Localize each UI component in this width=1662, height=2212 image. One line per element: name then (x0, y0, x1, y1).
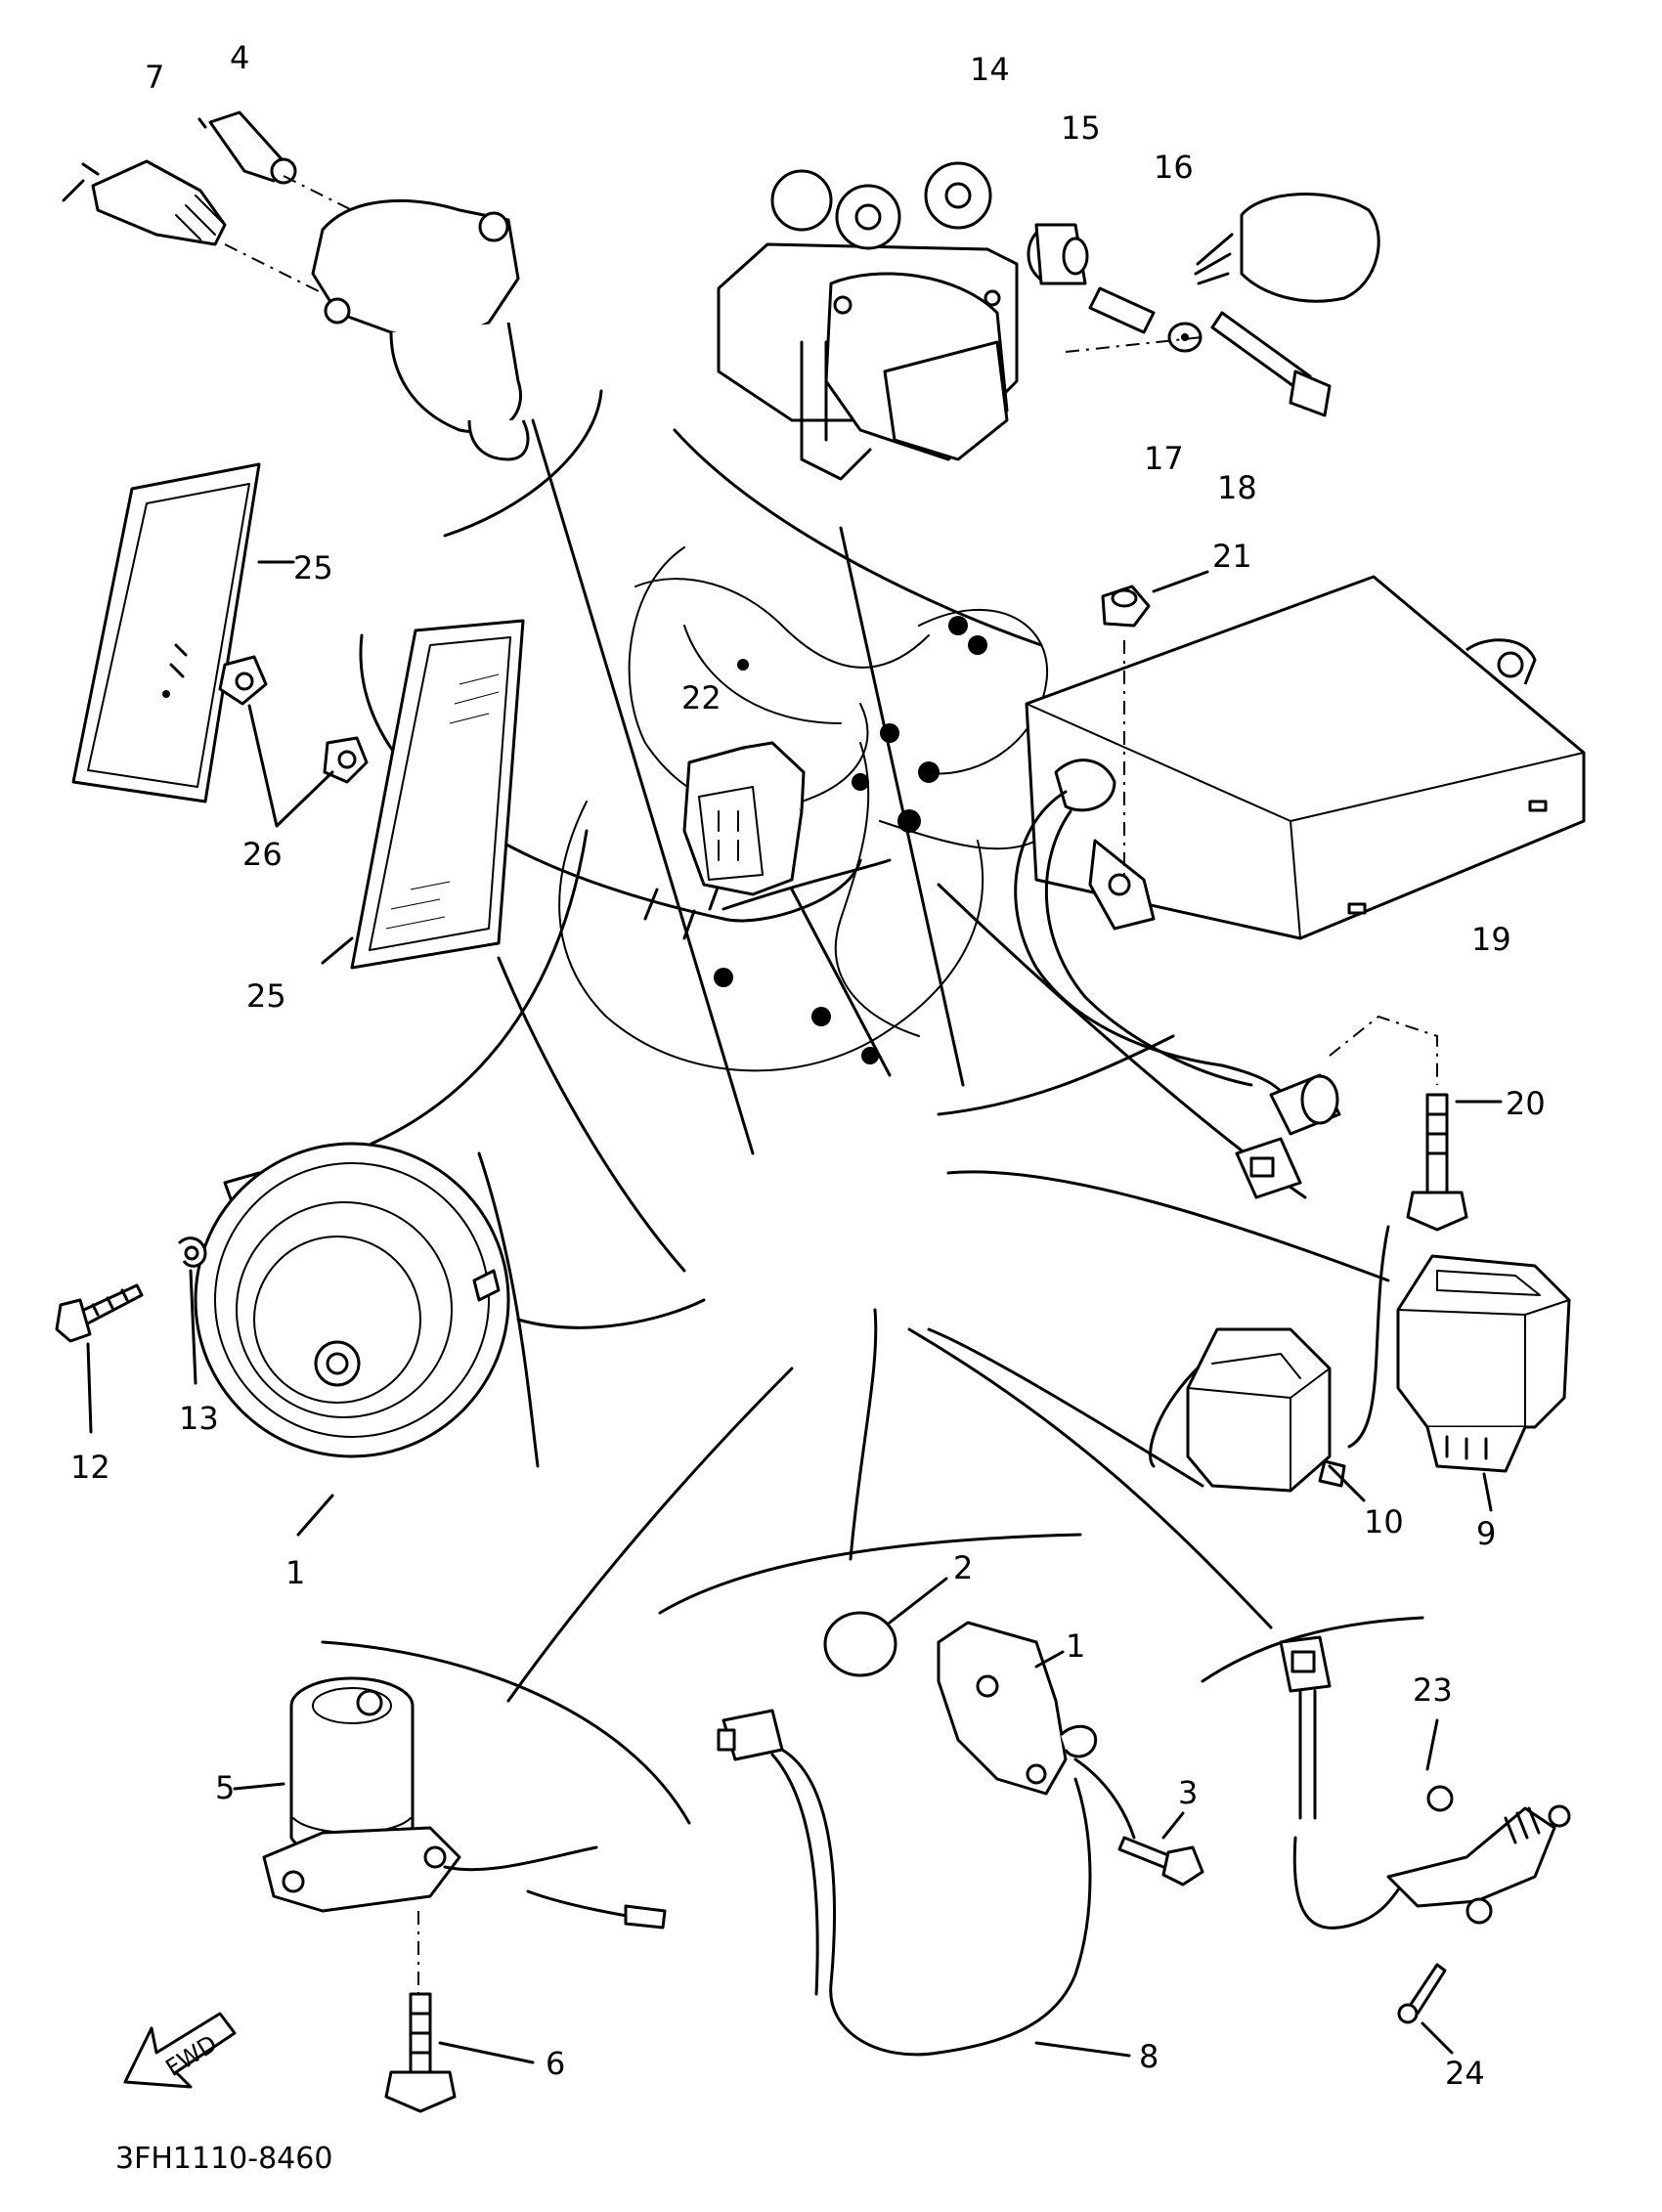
callout-9: 9 (1476, 1515, 1496, 1552)
callout-22: 22 (681, 679, 722, 716)
reflector-25-lower (350, 619, 525, 970)
wire-harness-8 (717, 1709, 1092, 2057)
frame-wiring-hub (558, 546, 1049, 1072)
wire-connectors-19 (1235, 1073, 1341, 1199)
callout-12: 12 (70, 1449, 110, 1486)
nut-26a (218, 655, 268, 706)
callout-8: 8 (1139, 2038, 1159, 2075)
callout-18: 18 (1217, 469, 1257, 506)
bolt-12 (55, 1283, 144, 1343)
callout-13: 13 (179, 1400, 219, 1437)
collar-15 (1027, 223, 1089, 285)
callout-6: 6 (546, 2045, 565, 2082)
nut-21 (1101, 585, 1151, 628)
callout-1-horn: 1 (285, 1554, 305, 1591)
callout-16: 16 (1154, 149, 1194, 186)
washer-13 (177, 1236, 207, 1268)
connector-22 (682, 741, 806, 896)
thermo-switch-7 (62, 159, 227, 246)
bolt-3 (1117, 1836, 1204, 1887)
callout-24: 24 (1445, 2055, 1485, 2092)
washer-17 (1167, 322, 1203, 353)
callout-15: 15 (1061, 109, 1101, 147)
relay-connector (1194, 193, 1380, 303)
bolt-6 (384, 1992, 457, 2113)
callout-17: 17 (1144, 440, 1184, 477)
callout-labels: 7 4 14 15 16 17 18 21 25 26 25 22 19 20 … (70, 39, 1546, 2176)
bolt-18 (1210, 311, 1332, 417)
callout-21: 21 (1212, 538, 1252, 575)
relay-9 (1396, 1254, 1571, 1473)
screw-24 (1397, 1963, 1447, 2024)
callout-26: 26 (242, 836, 283, 873)
leader-lines (497, 418, 1390, 1703)
horn-1 (194, 1142, 510, 1458)
reflector-25-upper (71, 462, 261, 803)
callout-3: 3 (1178, 1774, 1198, 1811)
spacer-16 (1088, 286, 1156, 334)
callout-20: 20 (1506, 1085, 1546, 1122)
callout-25-upper: 25 (293, 549, 333, 586)
group-brackets (321, 389, 1424, 1825)
relay-10 (1186, 1327, 1346, 1493)
temperature-sensor-4 (197, 110, 297, 185)
relay-assembly-14 (717, 161, 1019, 481)
thermostat-housing (311, 198, 530, 461)
sensor-1 (937, 1621, 1098, 1796)
solenoid-5 (262, 1676, 667, 1930)
callout-7: 7 (145, 59, 164, 96)
callout-5: 5 (215, 1769, 235, 1806)
callout-14: 14 (970, 51, 1010, 88)
control-unit-19 (1014, 575, 1586, 1106)
callout-4: 4 (230, 39, 249, 76)
fwd-direction-arrow: FWD (123, 2012, 237, 2089)
callout-25-lower: 25 (246, 977, 286, 1015)
bolt-20 (1406, 1093, 1468, 1232)
o-ring-2 (823, 1611, 897, 1677)
callout-19: 19 (1471, 921, 1511, 958)
callout-1-sensor: 1 (1066, 1627, 1085, 1665)
callout-2: 2 (953, 1549, 973, 1586)
switch-23 (1279, 1635, 1571, 1930)
callout-23: 23 (1413, 1671, 1453, 1709)
drawing-code: 3FH1110-8460 (115, 2142, 332, 2176)
nut-26b (323, 736, 369, 784)
callout-10: 10 (1364, 1503, 1404, 1540)
